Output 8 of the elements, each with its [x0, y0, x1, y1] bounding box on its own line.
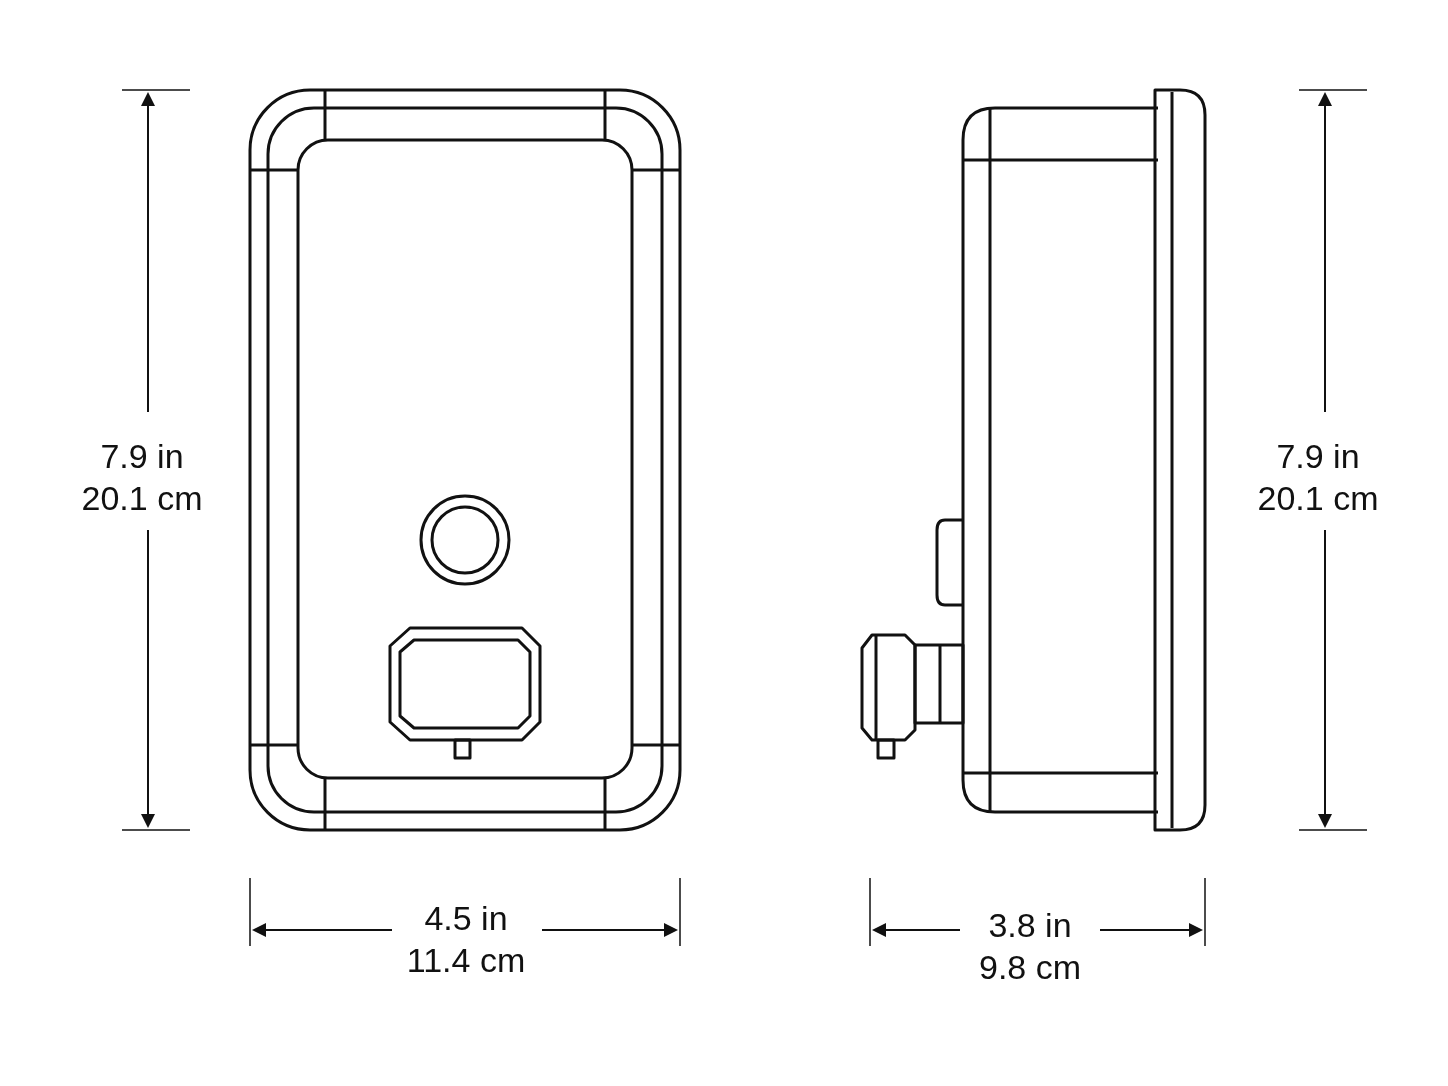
dimension-label: 20.1 cm [81, 478, 203, 518]
dimension-label: 4.5 in [424, 898, 508, 938]
dimension-label: 9.8 cm [979, 947, 1081, 987]
dimension-label: 11.4 cm [406, 940, 526, 980]
dimension-label: 20.1 cm [1257, 478, 1379, 518]
dimension-label: 7.9 in [1276, 436, 1360, 476]
dimension-label: 7.9 in [100, 436, 184, 476]
dimension-label: 3.8 in [988, 905, 1072, 945]
